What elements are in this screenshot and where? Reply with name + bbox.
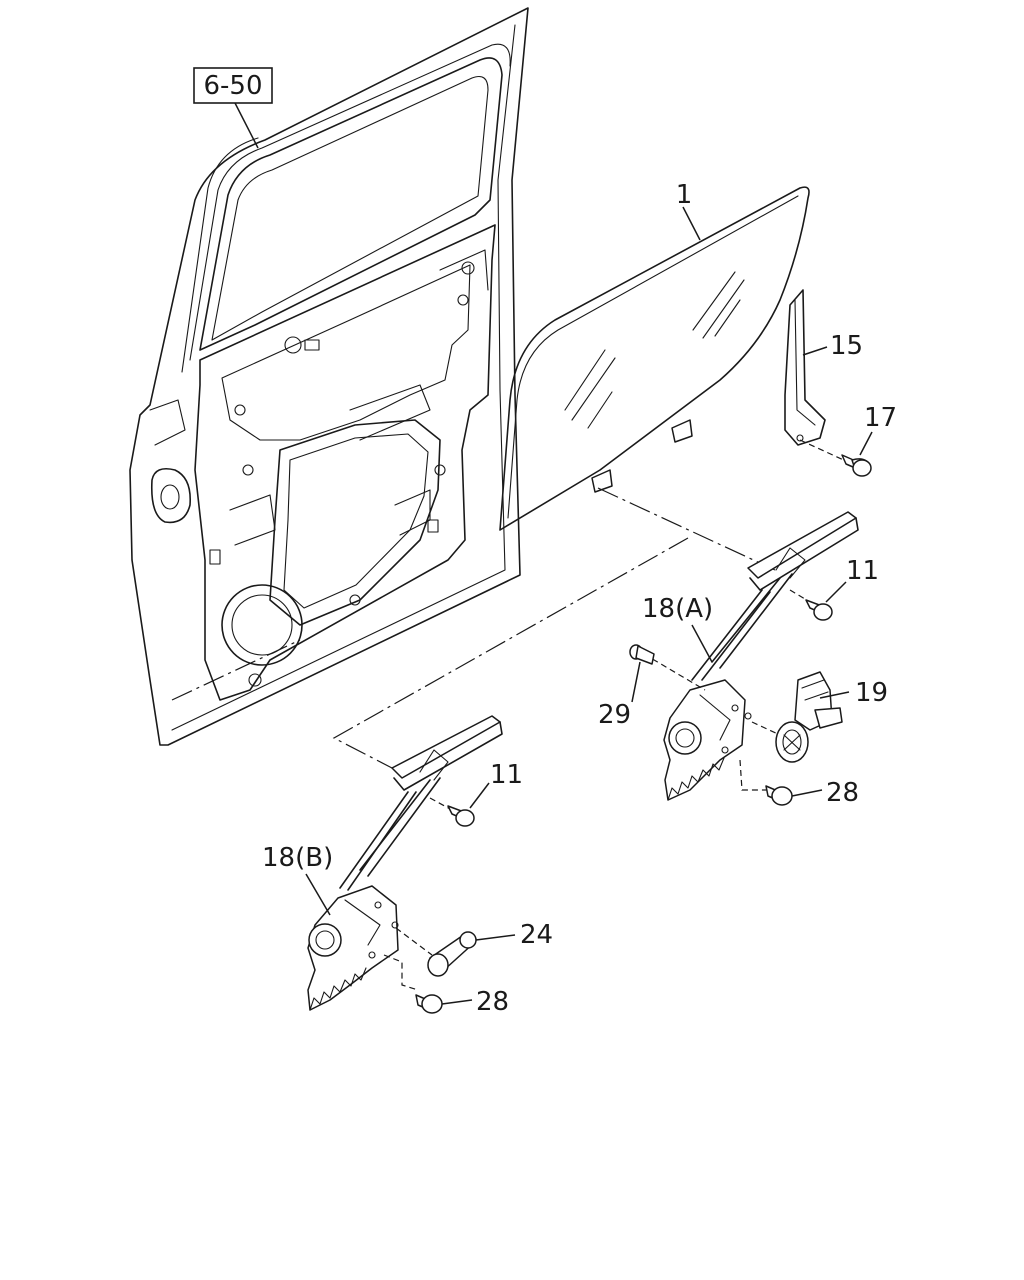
regulator-18b (307, 715, 503, 1011)
bolt-11b (447, 805, 475, 827)
ref-6-50-box (193, 67, 273, 104)
leader-lines (234, 102, 873, 1005)
label-6-50: 6-50 (203, 71, 262, 101)
bolt-11a (805, 599, 833, 621)
window-glass (499, 186, 810, 571)
label-part-29: 29 (598, 700, 631, 730)
label-part-11a: 11 (846, 556, 879, 586)
label-part-24: 24 (520, 920, 553, 950)
label-part-28a: 28 (826, 778, 859, 808)
window-motor-19 (775, 671, 843, 763)
label-part-11b: 11 (490, 760, 523, 790)
label-part-18b: 18(B) (262, 843, 333, 873)
door-panel (129, 7, 529, 746)
label-part-19: 19 (855, 678, 888, 708)
bolt-28b (415, 994, 443, 1014)
guide-line-door-to-b (332, 537, 689, 769)
label-part-17: 17 (864, 403, 897, 433)
label-part-18a: 18(A) (642, 594, 713, 624)
label-part-28b: 28 (476, 987, 509, 1017)
bolt-28a (765, 785, 793, 806)
regulator-handle-24 (427, 931, 477, 977)
regulator-18a (643, 511, 859, 801)
label-part-1: 1 (676, 180, 693, 210)
label-part-15: 15 (830, 331, 863, 361)
bolt-17 (841, 454, 872, 477)
glass-run-channel (784, 289, 849, 463)
bolt-29 (629, 644, 655, 665)
